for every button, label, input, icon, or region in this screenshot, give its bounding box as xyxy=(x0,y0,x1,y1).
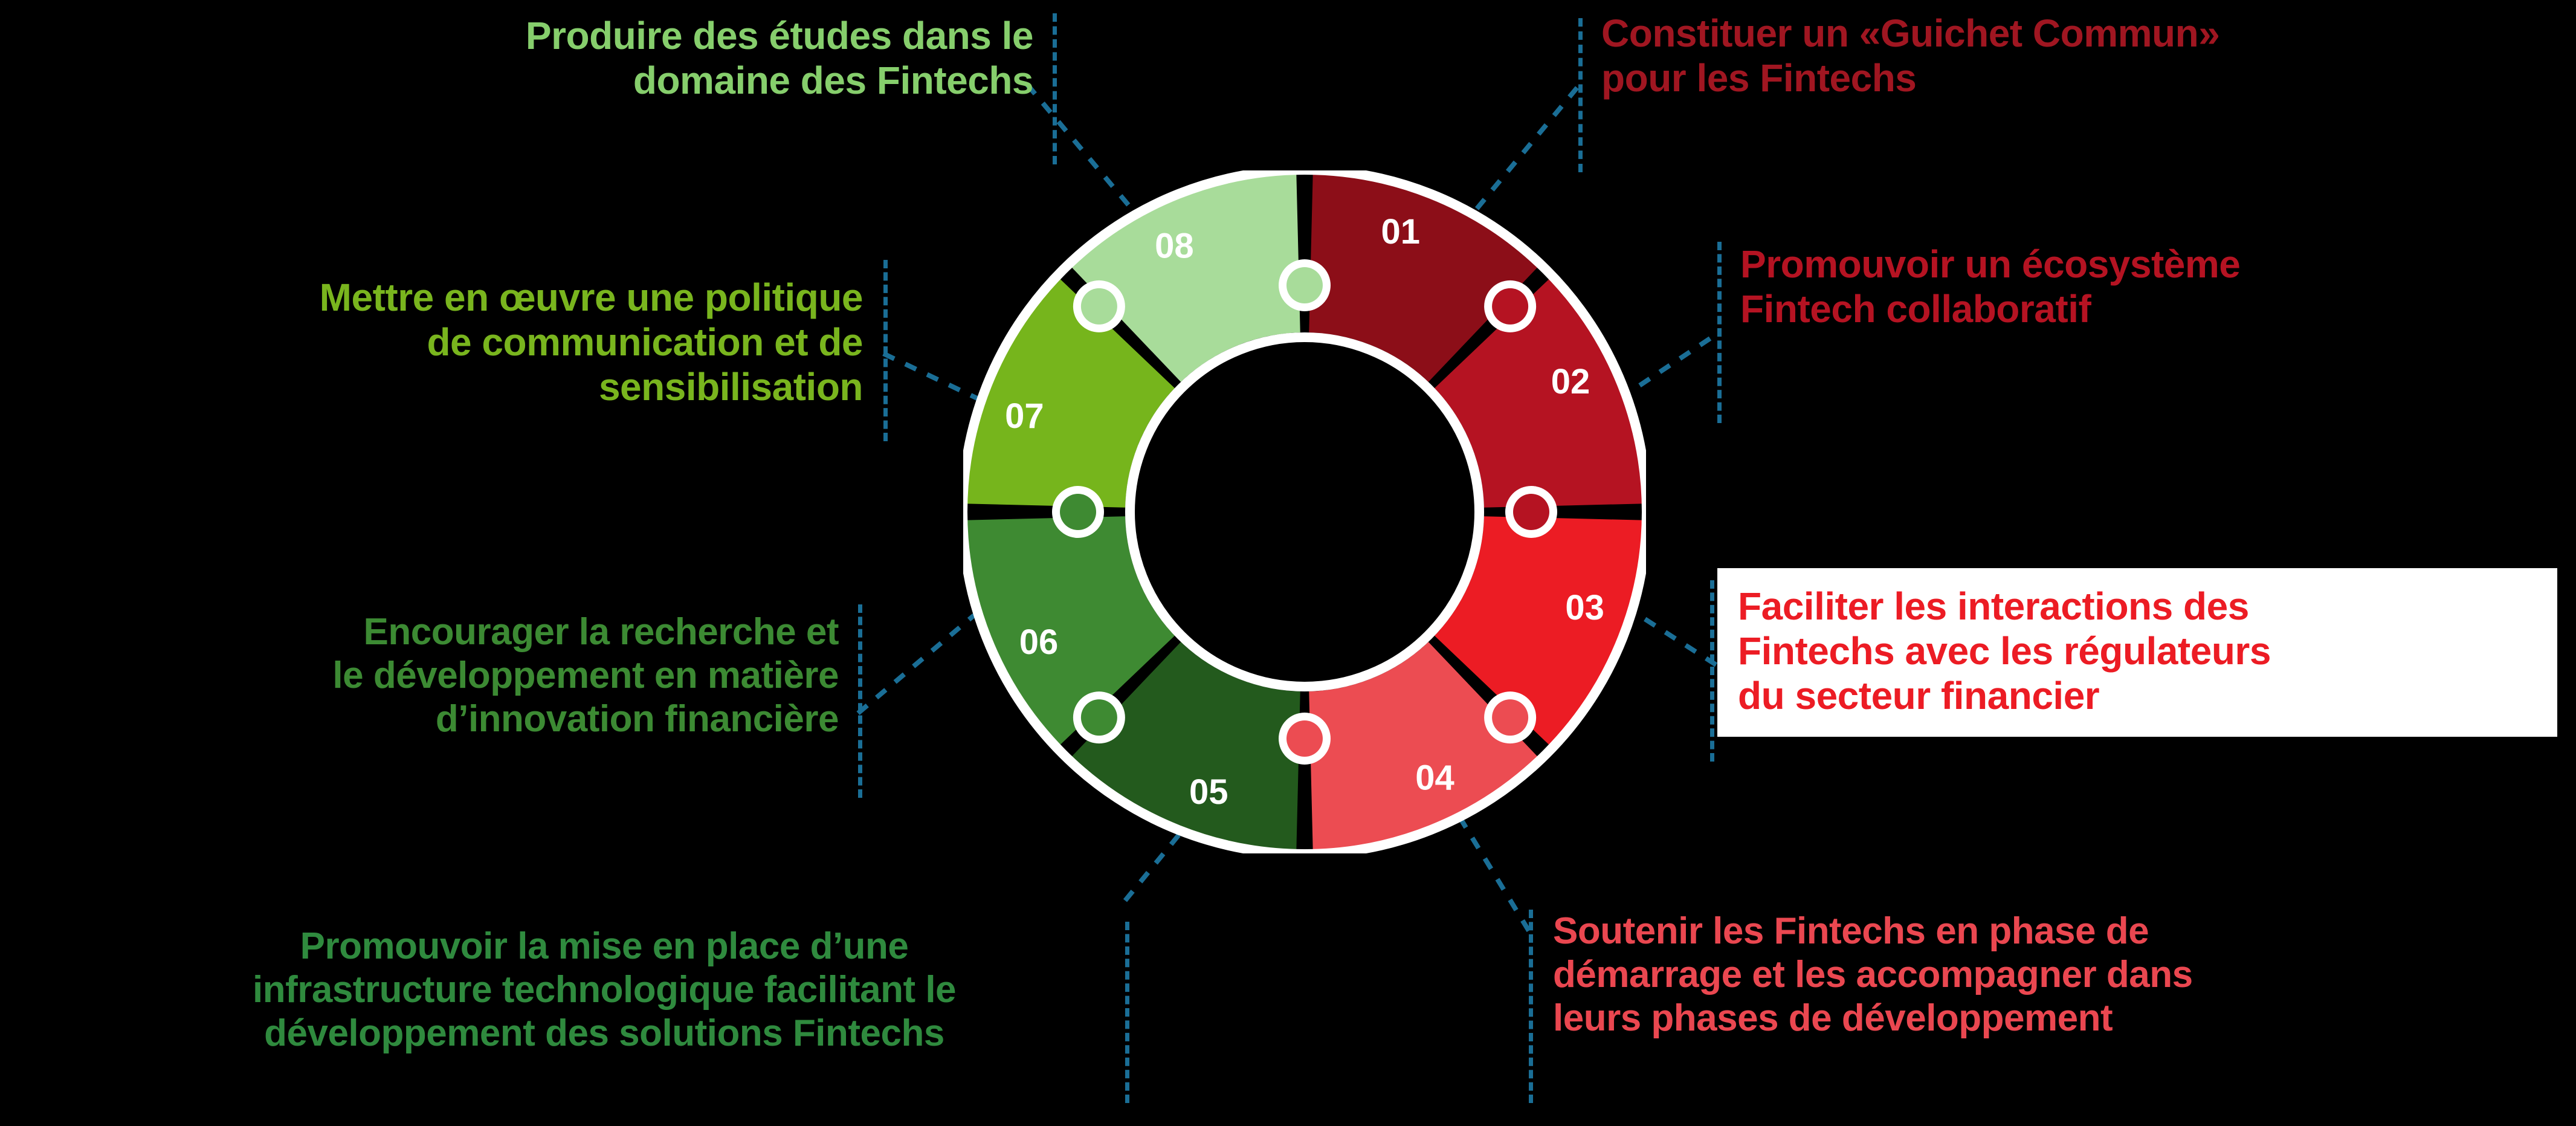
segment-number-05: 05 xyxy=(1189,772,1228,812)
puzzle-knob-02 xyxy=(1492,288,1529,325)
callout-rule-03 xyxy=(1710,580,1714,762)
callout-06[interactable]: Encourager la recherche et le développem… xyxy=(332,611,839,740)
ring-segment-01[interactable] xyxy=(1309,174,1538,382)
ring-segment-02[interactable] xyxy=(1435,279,1642,508)
callout-02[interactable]: Promouvoir un écosystème Fintech collabo… xyxy=(1740,242,2241,331)
callout-08[interactable]: Produire des études dans le domaine des … xyxy=(525,14,1034,103)
segment-number-07: 07 xyxy=(1005,396,1044,436)
callout-07[interactable]: Mettre en œuvre une politique de communi… xyxy=(319,276,864,409)
segment-number-02: 02 xyxy=(1551,362,1590,401)
ring-segment-06[interactable] xyxy=(967,516,1175,745)
callout-rule-05 xyxy=(1125,922,1129,1103)
callout-03[interactable]: Faciliter les interactions des Fintechs … xyxy=(1717,568,2557,737)
callout-05[interactable]: Promouvoir la mise en place d’une infras… xyxy=(252,925,957,1054)
ring-segment-05[interactable] xyxy=(1071,642,1300,850)
ring-segment-08[interactable] xyxy=(1071,174,1300,382)
callout-rule-07 xyxy=(883,260,888,441)
callout-rule-04 xyxy=(1529,910,1533,1103)
puzzle-knob-05 xyxy=(1286,720,1323,757)
ring-segment-03[interactable] xyxy=(1435,516,1642,745)
callout-rule-08 xyxy=(1053,13,1057,164)
ring-segment-04[interactable] xyxy=(1309,642,1538,850)
callout-rule-06 xyxy=(858,604,862,798)
segment-number-01: 01 xyxy=(1381,212,1420,251)
callout-rule-02 xyxy=(1717,242,1722,423)
puzzle-ring-svg: 01 02 03 04 05 06 07 08 xyxy=(958,165,1651,859)
puzzle-ring-chart: 01 02 03 04 05 06 07 08 xyxy=(958,165,1651,859)
segment-number-03: 03 xyxy=(1565,588,1604,627)
ring-segment-07[interactable] xyxy=(967,279,1175,508)
callout-rule-01 xyxy=(1578,18,1583,172)
puzzle-knob-06 xyxy=(1080,699,1117,736)
callout-01[interactable]: Constituer un «Guichet Commun» pour les … xyxy=(1601,11,2220,100)
puzzle-knob-03 xyxy=(1513,494,1549,530)
segment-number-08: 08 xyxy=(1155,226,1194,265)
segment-number-06: 06 xyxy=(1019,623,1059,662)
segment-number-04: 04 xyxy=(1415,759,1454,798)
ring-inner-hole xyxy=(1125,332,1484,691)
puzzle-knob-01 xyxy=(1286,267,1323,303)
puzzle-knob-04 xyxy=(1492,699,1529,736)
callout-04[interactable]: Soutenir les Fintechs en phase de démarr… xyxy=(1553,910,2193,1039)
puzzle-knob-07 xyxy=(1060,494,1096,530)
puzzle-knob-08 xyxy=(1080,288,1117,325)
